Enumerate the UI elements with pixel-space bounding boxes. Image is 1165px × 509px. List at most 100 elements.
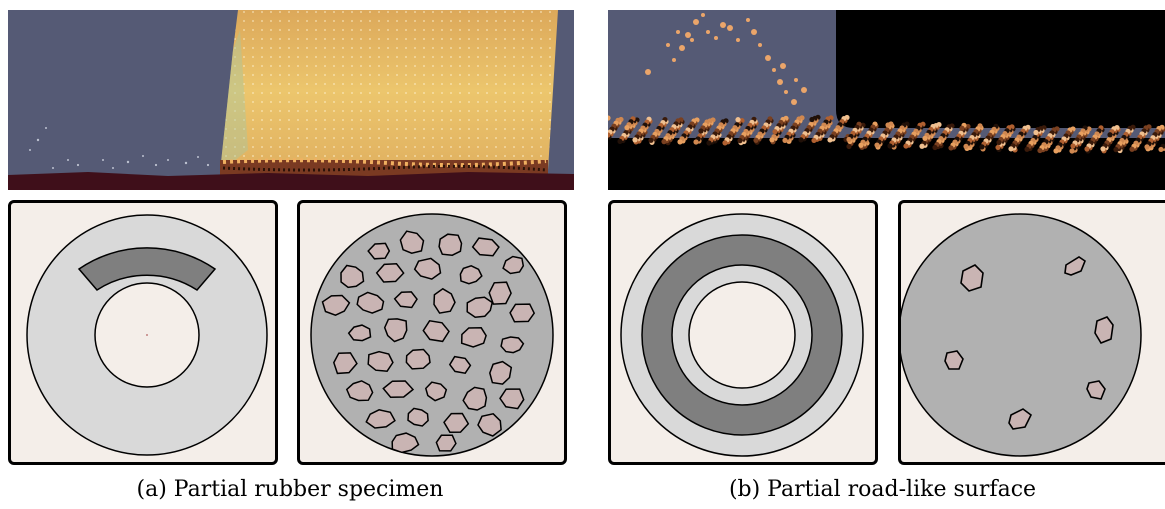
inclusion (347, 324, 372, 342)
grain (1084, 146, 1090, 152)
grain (1129, 146, 1135, 152)
caption-a: (a) Partial rubber specimen (136, 477, 444, 502)
ejected-grain (777, 79, 783, 85)
grain (1158, 146, 1164, 153)
inclusion (345, 380, 374, 402)
ejected-grain (676, 30, 680, 34)
grain (948, 145, 954, 151)
inclusion (340, 264, 365, 289)
ejected-grain (679, 45, 685, 51)
grain (1070, 143, 1076, 149)
inclusion (321, 294, 351, 317)
center-marker (146, 334, 148, 336)
inclusion (1086, 380, 1106, 400)
grain (1037, 147, 1043, 154)
grain (809, 116, 815, 123)
grain (769, 137, 775, 143)
inclusion (471, 237, 500, 257)
grain (1053, 148, 1059, 154)
inclusion (499, 388, 525, 410)
grain (959, 125, 965, 131)
grain (996, 139, 1002, 146)
grain (874, 142, 880, 148)
road-sim-render (608, 10, 1165, 190)
grain (979, 144, 985, 150)
inclusion (433, 287, 456, 314)
ejected-grain (751, 29, 757, 35)
inclusion (375, 263, 405, 283)
ejected-grain (720, 22, 726, 28)
grain (617, 138, 623, 144)
figure-b: (b) Partial road-like surface (600, 0, 1165, 509)
inclusion (960, 264, 984, 292)
grain (772, 129, 778, 135)
inclusion (405, 348, 431, 370)
floor (8, 172, 574, 190)
grain (608, 115, 611, 121)
inclusion (391, 432, 420, 454)
grain (846, 136, 852, 143)
ejected-grain (714, 36, 718, 40)
slider-block (836, 10, 1165, 128)
inclusion (462, 386, 488, 411)
ejected-grain (685, 32, 691, 38)
inclusion (393, 291, 418, 309)
grain (995, 144, 1001, 151)
grain (698, 128, 704, 134)
grain (624, 125, 630, 131)
ejected-grain (727, 25, 733, 31)
inclusion (438, 233, 463, 257)
inclusion (383, 318, 408, 343)
grain (919, 143, 925, 149)
ejected-grain (794, 78, 798, 82)
inclusion (407, 407, 429, 427)
figure-a: (a) Partial rubber specimen (0, 0, 580, 509)
inclusion (435, 434, 457, 452)
ejected-grain (701, 13, 705, 17)
inclusion (367, 242, 391, 260)
ejected-grain (765, 55, 771, 61)
grain (661, 139, 667, 145)
grain (782, 137, 788, 143)
inclusion (399, 230, 425, 254)
inclusions (321, 230, 536, 454)
grain (1107, 132, 1113, 138)
grain (1024, 146, 1030, 152)
inclusion (1094, 316, 1114, 344)
grain (1069, 148, 1075, 154)
inclusion (488, 281, 512, 305)
inclusion (477, 412, 502, 437)
grain (648, 137, 654, 143)
ejected-grain (736, 38, 740, 42)
grain (1100, 146, 1106, 152)
grain (963, 143, 969, 149)
ejected-grain (772, 68, 776, 72)
inner-hole (688, 281, 796, 389)
grain (798, 137, 804, 143)
grain (827, 137, 833, 143)
inclusion (460, 327, 487, 348)
grain (737, 138, 743, 144)
rubber-pad (77, 247, 217, 291)
inclusion (459, 264, 483, 285)
inclusion (489, 360, 513, 385)
inclusion (424, 381, 448, 402)
ejected-grain (801, 87, 807, 93)
particle-diagram-panel (297, 200, 567, 465)
wear-debris (29, 127, 210, 169)
inclusion (500, 336, 525, 354)
inclusion (332, 352, 358, 375)
grain (1113, 147, 1119, 153)
rubber-sim-render (8, 10, 574, 190)
ejected-grain (690, 38, 694, 42)
grain (887, 143, 893, 149)
inclusions (944, 256, 1114, 430)
inclusion (382, 380, 415, 398)
grain (677, 139, 683, 145)
ejected-grain (780, 63, 786, 69)
grain (1008, 146, 1014, 152)
ejected-grain (645, 69, 651, 75)
grain (903, 143, 909, 149)
ring-diagram-panel (608, 200, 878, 465)
grain (722, 140, 728, 146)
